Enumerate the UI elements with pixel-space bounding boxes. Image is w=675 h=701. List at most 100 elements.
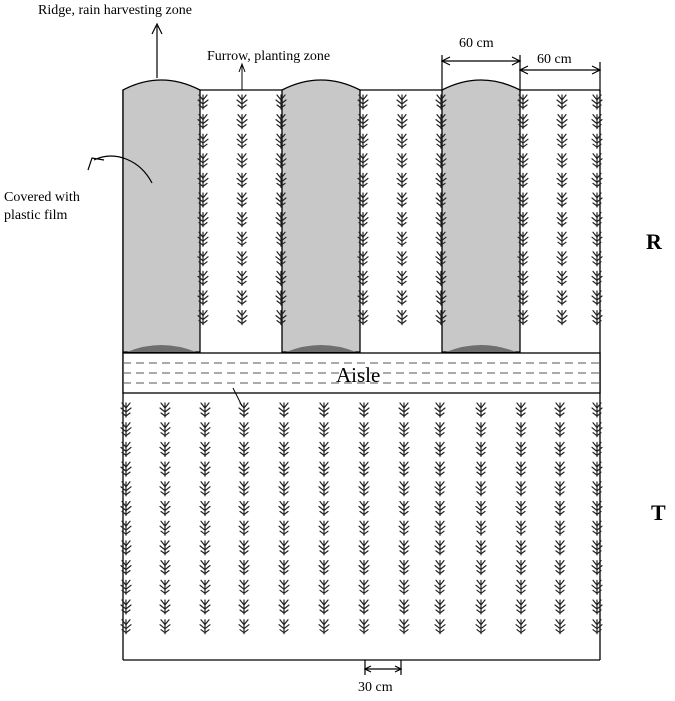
seedling-icon	[556, 172, 568, 188]
seedling-icon	[475, 461, 487, 477]
seedling-icon	[358, 441, 370, 457]
seedling-icon	[398, 579, 410, 595]
seedling-icon	[358, 540, 370, 556]
seedling-icon	[554, 619, 566, 635]
seedling-icon	[238, 599, 250, 615]
seedling-icon	[396, 231, 408, 247]
row-spacing-dimension	[363, 660, 403, 675]
seedling-icon	[236, 212, 248, 228]
seedling-icon	[159, 500, 171, 517]
seedling-icon	[236, 310, 248, 326]
seedling-icon	[236, 133, 248, 149]
ridge-width-dimension	[440, 55, 522, 92]
seedling-icon	[358, 422, 370, 438]
seedling-icon	[318, 540, 330, 556]
seedling-icon	[358, 599, 370, 615]
furrow-width-label: 60 cm	[537, 52, 572, 67]
seedling-icon	[199, 599, 211, 615]
seedling-icon	[554, 402, 566, 418]
covered-label-line2: plastic film	[4, 208, 68, 223]
seedling-icon	[475, 540, 487, 556]
seedling-icon	[199, 422, 211, 438]
seedling-icon	[398, 481, 410, 497]
seedling-icon	[159, 422, 171, 438]
seedling-icon	[159, 441, 171, 457]
seedling-icon	[238, 559, 250, 576]
seedling-icon	[236, 172, 248, 188]
seedling-icon	[396, 290, 408, 306]
seedling-icon	[398, 619, 410, 635]
seedling-icon	[396, 172, 408, 188]
seedling-icon	[278, 441, 290, 457]
seedling-icon	[398, 520, 410, 536]
seedling-icon	[515, 559, 527, 576]
seedling-icon	[236, 153, 248, 169]
furrow-pointer-arrow	[238, 62, 246, 90]
ridge-pointer-arrow	[151, 22, 163, 78]
seedling-icon	[475, 402, 487, 418]
aisle-label: Aisle	[336, 363, 381, 387]
seedling-icon	[434, 402, 446, 418]
seedling-icon	[515, 422, 527, 438]
plastic-film-pointer-arrow	[87, 155, 153, 184]
seedling-icon	[475, 520, 487, 536]
seedling-icon	[554, 520, 566, 536]
seedling-icon	[199, 500, 211, 517]
seedling-icon	[358, 500, 370, 517]
seedling-icon	[238, 520, 250, 536]
seedling-icon	[238, 619, 250, 635]
seedling-icon	[554, 540, 566, 556]
seedling-icon	[236, 251, 248, 267]
seedling-icon	[238, 441, 250, 457]
seedling-icon	[159, 461, 171, 477]
seedling-icon	[318, 481, 330, 497]
seedling-icon	[434, 422, 446, 438]
seedling-icon	[199, 461, 211, 477]
seedling-icon	[515, 402, 527, 418]
seedling-icon	[318, 599, 330, 615]
seedling-icon	[554, 461, 566, 477]
seedling-icon	[159, 559, 171, 576]
seedling-icon	[475, 500, 487, 517]
ridge-label: Ridge, rain harvesting zone	[38, 3, 192, 18]
seedling-icon	[358, 559, 370, 576]
seedling-icon	[278, 481, 290, 497]
seedling-icon	[318, 422, 330, 438]
seedling-icon	[278, 559, 290, 576]
seedling-icon	[434, 481, 446, 497]
seedling-icon	[238, 540, 250, 556]
seedling-icon	[398, 402, 410, 418]
seedling-icon	[556, 113, 568, 130]
seedling-icon	[358, 481, 370, 497]
seedling-icon	[396, 94, 408, 110]
seedling-icon	[556, 270, 568, 286]
seedling-icon	[396, 192, 408, 208]
seedling-icon	[238, 579, 250, 595]
seedling-icon	[556, 133, 568, 149]
ridge-3	[441, 79, 521, 353]
seedling-icon	[159, 481, 171, 497]
seedling-icon	[515, 481, 527, 497]
seedling-icon	[398, 559, 410, 576]
seedling-icon	[556, 192, 568, 208]
seedling-icon	[238, 422, 250, 438]
seedling-icon	[236, 270, 248, 286]
seedling-icon	[358, 402, 370, 418]
seedling-icon	[475, 559, 487, 576]
seedling-icon	[434, 441, 446, 457]
seedling-icon	[358, 461, 370, 477]
seedling-icon	[236, 113, 248, 130]
seedling-icon	[396, 113, 408, 130]
seedling-icon	[398, 422, 410, 438]
seedling-icon	[318, 461, 330, 477]
seedling-icon	[398, 540, 410, 556]
ridge-width-label: 60 cm	[459, 36, 494, 51]
seedling-icon	[318, 500, 330, 517]
seedling-icon	[278, 599, 290, 615]
seedling-icon	[554, 441, 566, 457]
seedling-icon	[396, 212, 408, 228]
seedling-icon	[358, 619, 370, 635]
seedling-icon	[515, 599, 527, 615]
seedling-icon	[278, 579, 290, 595]
